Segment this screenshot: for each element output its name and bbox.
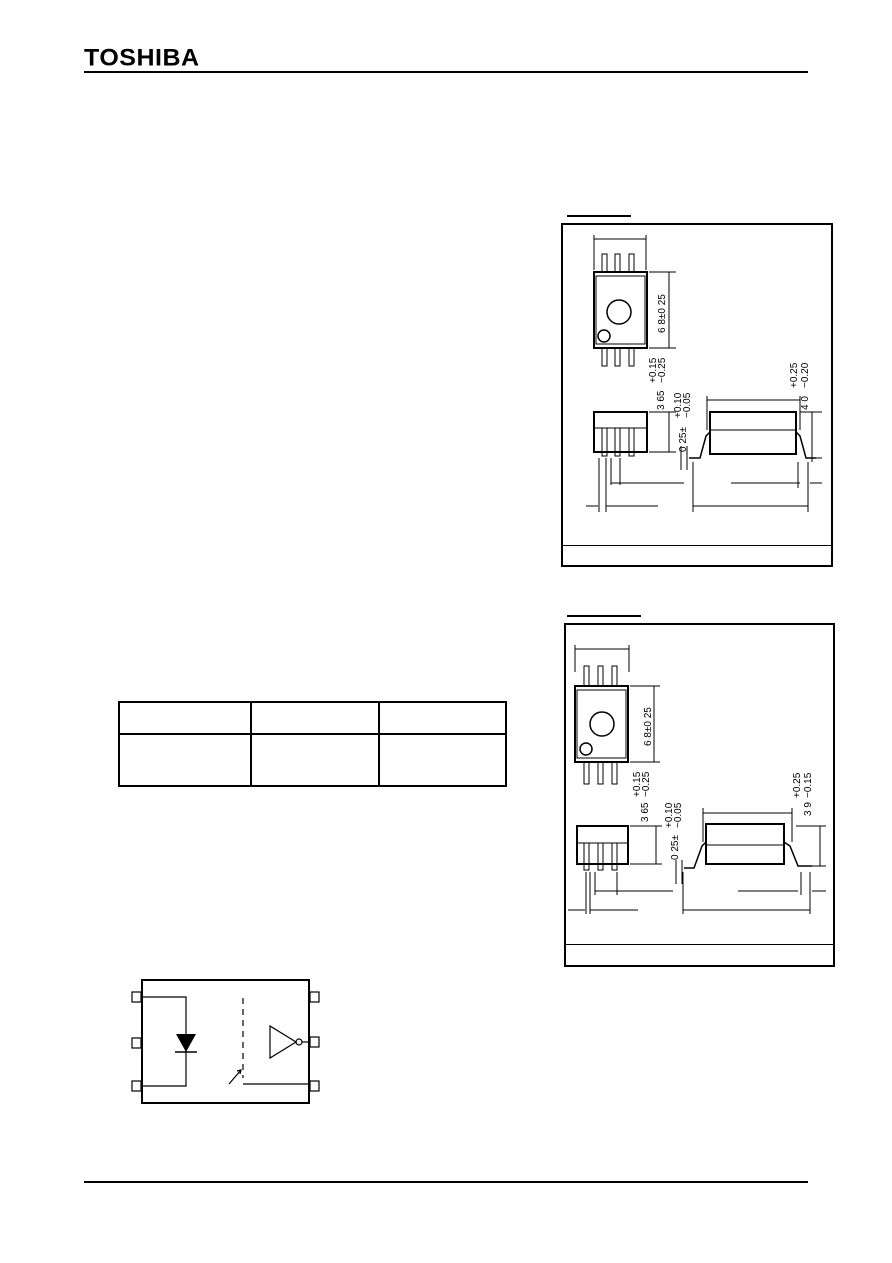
table-cell (250, 733, 380, 787)
package-1-standoff-tol-minus: −0.05 (682, 392, 693, 418)
pin-schematic-frame (141, 979, 310, 1104)
package-2-height-dim: 3 65 (640, 802, 651, 822)
pin-3-marker (131, 1080, 142, 1092)
led-diode-icon (176, 1034, 196, 1052)
package-2-title-underline (567, 615, 641, 617)
pin-4-marker (309, 1080, 320, 1092)
package-1-height-tol-plus: +0.15 (648, 357, 659, 383)
table-header-cell (378, 701, 507, 735)
package-2-height-tol-minus: −0.25 (641, 771, 652, 797)
table-row (118, 733, 507, 787)
package-2-height-tol-plus: +0.15 (632, 771, 643, 797)
table-header-row (118, 701, 507, 735)
package-1-width-dim: 6 8±0 25 (657, 294, 668, 333)
package-1-height-tol-minus: −0.25 (657, 357, 668, 383)
package-2-footer-rule (566, 944, 833, 945)
table-header-cell (250, 701, 380, 735)
table-cell (378, 733, 507, 787)
package-2-lead-tol-minus: −0.15 (803, 772, 814, 798)
package-2-standoff-tol-plus: +0.10 (664, 802, 675, 828)
package-1-lead-dim: 4 0 (800, 396, 811, 410)
package-1-lead-tol-plus: +0.25 (789, 362, 800, 388)
pin-5-marker (309, 1036, 320, 1048)
package-1-standoff-tol-plus: +0.10 (673, 392, 684, 418)
package-1-title-underline (567, 215, 631, 217)
toshiba-logo: TOSHIBA (84, 44, 200, 72)
package-2-standoff-dim: 0 25± (670, 835, 681, 860)
package-2-frame (564, 623, 835, 967)
package-2-standoff-tol-minus: −0.05 (673, 802, 684, 828)
package-1-frame (561, 223, 833, 567)
header-rule (84, 71, 808, 73)
package-2-width-dim: 6 8±0 25 (643, 707, 654, 746)
package-1-footer-rule (563, 545, 831, 546)
pin-6-marker (309, 991, 320, 1003)
package-1-standoff-dim: 0 25± (678, 427, 689, 452)
table-cell (118, 733, 252, 787)
table-header-cell (118, 701, 252, 735)
footer-rule (84, 1181, 808, 1183)
pin-1-marker (131, 991, 142, 1003)
spec-table (118, 701, 507, 787)
pin-2-marker (131, 1037, 142, 1049)
package-1-lead-tol-minus: −0.20 (800, 362, 811, 388)
package-1-height-dim: 3 65 (656, 390, 667, 410)
package-2-lead-tol-plus: +0.25 (792, 772, 803, 798)
package-2-lead-dim: 3 9 (803, 802, 814, 816)
